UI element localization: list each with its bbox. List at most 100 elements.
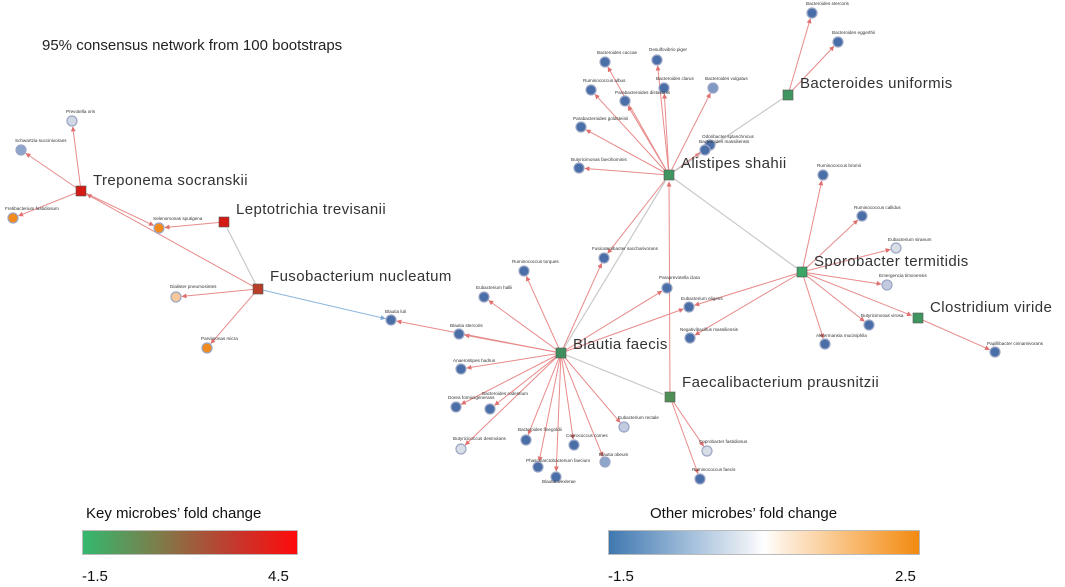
- edge-faecalibacterium-ruminococcus_faecis: [669, 396, 699, 474]
- edge-bacteroides_uniformis-bacteroides_eggerthii: [787, 46, 835, 96]
- other-node-marker: [455, 363, 467, 375]
- other-node-marker: [201, 342, 213, 354]
- other-node-marker: [520, 434, 532, 446]
- node-desulfovibrio: Desulfovibrio piger: [649, 47, 688, 66]
- key-node-label: Alistipes shahii: [681, 155, 787, 172]
- edge-blautia_faecis-dorea: [460, 352, 562, 405]
- other-node-marker: [518, 265, 530, 277]
- other-node-label: Odoribacter splanchnicus: [702, 134, 755, 139]
- other-node-marker: [15, 144, 27, 156]
- edge-blautia_faecis-faecalibacterium: [560, 352, 664, 395]
- edge-sporobacter-emergencia: [801, 271, 882, 286]
- node-bacteroides_vulgatus: Bacteroides vulgatus: [705, 76, 748, 94]
- key-legend-max: 4.5: [268, 568, 289, 585]
- other-node-marker: [707, 82, 719, 94]
- edge-treponema-selenomonas: [80, 190, 155, 226]
- other-node-label: Fretibacterium fastidiosum: [5, 206, 59, 211]
- other-node-label: Butyricicoccus desmolans: [453, 436, 507, 441]
- other-node-marker: [568, 439, 580, 451]
- other-node-label: Blautia wexlerae: [542, 479, 576, 484]
- node-blautia_faecis: Blautia faecis: [555, 336, 667, 359]
- edge-alistipes-fusicatenibacter: [607, 174, 670, 254]
- node-blautia_wexlerae: Blautia wexlerae: [542, 471, 576, 484]
- edge-blautia_faecis-bacteroides_rodentium: [494, 352, 562, 406]
- other-node-marker: [683, 301, 695, 313]
- edge-blautia_faecis-blautia_obeum: [560, 352, 604, 457]
- other-node-label: Akkermansia muciniphila: [816, 333, 867, 338]
- edge-faecalibacterium-coprobacter: [669, 396, 705, 447]
- other-node-label: Eubacterium eligens: [681, 296, 723, 301]
- edge-clostridium-papillibacter: [917, 317, 990, 351]
- edge-blautia_faecis-bacteroides_finegoldii: [527, 352, 562, 435]
- edge-fusobacterium-leptotrichia: [226, 227, 259, 290]
- node-clostridium: Clostridium viride: [912, 299, 1052, 324]
- node-parvimonas: Parvimonas micra: [201, 336, 238, 354]
- edge-sporobacter-ruminococcus_callidus: [801, 219, 858, 273]
- node-bacteroides_eggerthii: Bacteroides eggerthii: [832, 30, 875, 48]
- node-anaerostipes: Anaerostipes hadrus: [453, 358, 496, 375]
- other-node-marker: [701, 445, 713, 457]
- node-prevotella_oris: Prevotella oris: [66, 109, 96, 127]
- edges-layer: [18, 18, 990, 474]
- edge-blautia_faecis-blautia_wexlerae: [553, 352, 562, 472]
- edge-sporobacter-akkermansia: [801, 271, 825, 339]
- node-blautia_luti: Blautia luti: [385, 309, 406, 326]
- other-node-marker: [651, 54, 663, 66]
- edge-alistipes-butyricimonas_faecihominis: [584, 166, 670, 176]
- other-node-marker: [881, 279, 893, 291]
- node-coprobacter: Coprobacter fastidiosus: [699, 439, 748, 457]
- other-node-marker: [573, 162, 585, 174]
- other-node-marker: [819, 338, 831, 350]
- other-node-label: Blautia luti: [385, 309, 406, 314]
- other-node-marker: [890, 242, 902, 254]
- edge-blautia_faecis-alistipes: [560, 180, 666, 354]
- edge-blautia_faecis-phascolarctobacterium: [537, 352, 562, 462]
- other-node-label: Eubacterium hallii: [476, 285, 512, 290]
- other-node-label: Blautia obeum: [599, 452, 629, 457]
- other-node-label: Butyricimonas virosa: [861, 313, 904, 318]
- other-node-marker: [817, 169, 829, 181]
- other-node-marker: [532, 461, 544, 473]
- node-parabacteroides_distasonis: Parabacteroides distasonis: [615, 90, 671, 107]
- other-node-marker: [618, 421, 630, 433]
- node-ruminococcus_torques: Ruminococcus torques: [512, 259, 559, 277]
- node-fusicatenibacter: Fusicatenibacter saccharivorans: [592, 246, 659, 264]
- node-ruminococcus_faecis: Ruminococcus faecis: [692, 467, 736, 485]
- key-node-label: Sporobacter termitidis: [814, 253, 969, 270]
- other-node-marker: [478, 291, 490, 303]
- edge-blautia_faecis-ruminococcus_torques: [526, 276, 562, 354]
- node-eubacterium_siraeum: Eubacterium siraeum: [888, 237, 932, 254]
- key-node-marker: [555, 347, 567, 359]
- node-ruminococcus_callidus: Ruminococcus callidus: [854, 205, 901, 222]
- other-node-label: Fusicatenibacter saccharivorans: [592, 246, 659, 251]
- node-akkermansia: Akkermansia muciniphila: [816, 333, 867, 350]
- edge-blautia_faecis-paraprevotella: [560, 290, 663, 354]
- edge-blautia_faecis-blautia_luti: [396, 319, 562, 354]
- key-node-label: Fusobacterium nucleatum: [270, 268, 452, 285]
- edge-fusobacterium-blautia_luti: [257, 288, 386, 321]
- edge-blautia_faecis-eubacterium_hallii: [488, 300, 562, 354]
- other-node-marker: [694, 473, 706, 485]
- node-paraprevotella: Paraprevotella clara: [659, 275, 700, 294]
- other-node-label: Ruminococcus bromii: [817, 163, 861, 168]
- other-node-marker: [170, 291, 182, 303]
- other-node-marker: [453, 328, 465, 340]
- other-node-marker: [832, 36, 844, 48]
- node-coprococcus_comes: Coprococcus comes: [566, 433, 608, 451]
- other-node-label: Ruminococcus callidus: [854, 205, 901, 210]
- other-node-marker: [598, 252, 610, 264]
- other-node-label: Parabacteroides goldsteinii: [573, 116, 628, 121]
- other-node-marker: [658, 82, 670, 94]
- other-node-label: Bacteroides clarus: [656, 76, 694, 81]
- other-node-label: Anaerostipes hadrus: [453, 358, 496, 363]
- other-node-label: Paraprevotella clara: [659, 275, 700, 280]
- edge-sporobacter-ruminococcus_bromii: [801, 180, 824, 273]
- edge-alistipes-parabacteroides_goldsteinii: [585, 129, 670, 176]
- other-node-label: Phascolarctobacterium faecium: [526, 458, 590, 463]
- node-faecalibacterium: Faecalibacterium prausnitzii: [664, 374, 879, 403]
- edge-blautia_faecis-anaerostipes: [466, 352, 562, 370]
- key-node-label: Faecalibacterium prausnitzii: [682, 374, 879, 391]
- key-node-marker: [782, 89, 794, 101]
- node-blautia_obeum: Blautia obeum: [599, 452, 629, 468]
